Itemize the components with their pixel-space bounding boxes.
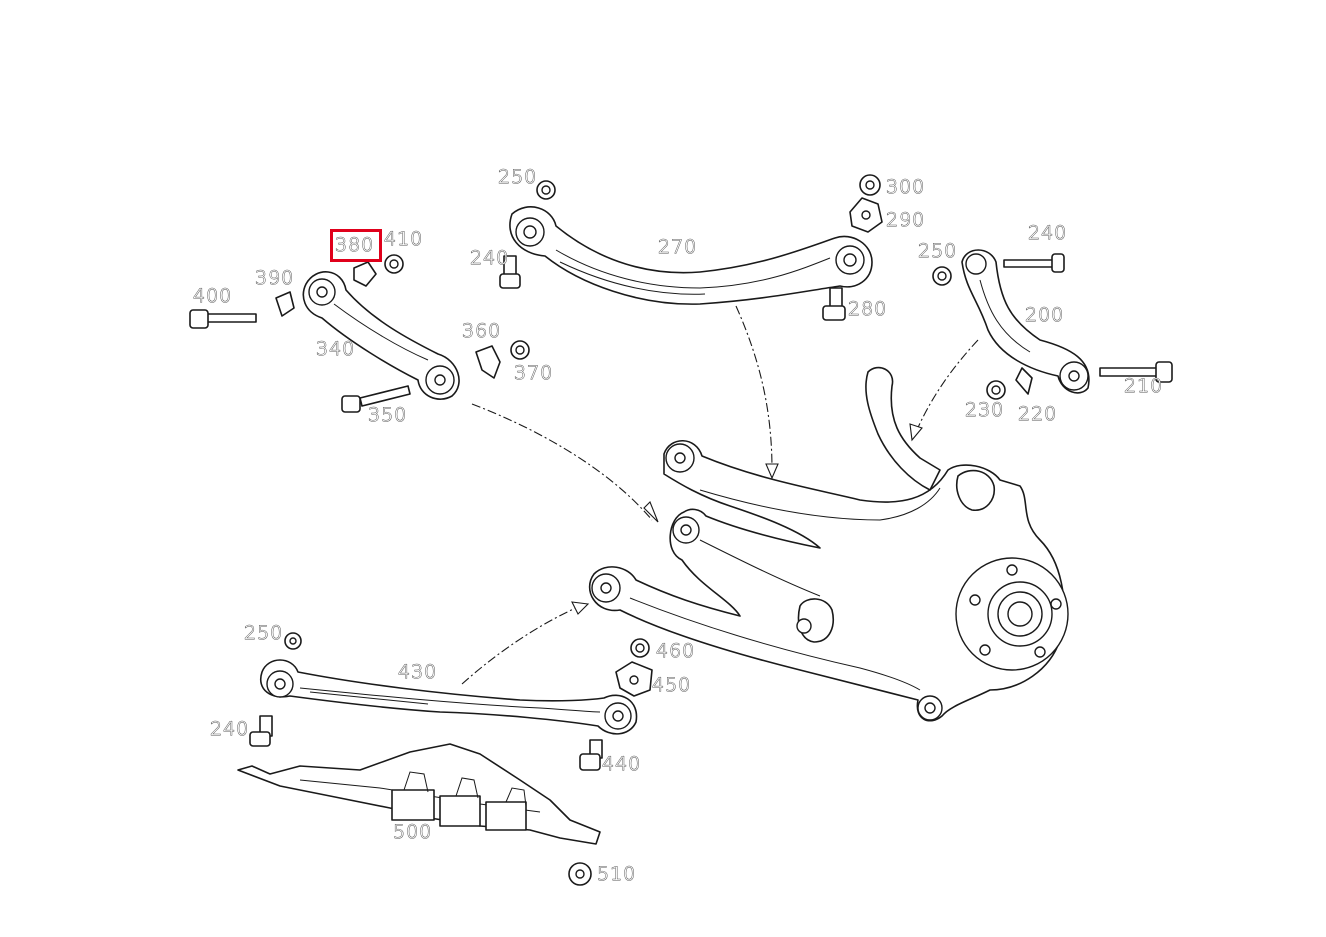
wheel-knuckle-icon bbox=[588, 366, 1069, 722]
label-410[interactable]: 410 bbox=[383, 228, 424, 250]
control-arm-icon[interactable] bbox=[961, 249, 1090, 394]
nut-icon[interactable] bbox=[510, 340, 530, 360]
label-250-top[interactable]: 250 bbox=[497, 166, 538, 188]
nut-icon[interactable] bbox=[859, 174, 881, 196]
washer-icon[interactable] bbox=[475, 345, 501, 379]
nut-icon[interactable] bbox=[986, 380, 1006, 400]
label-430[interactable]: 430 bbox=[397, 661, 438, 683]
label-270[interactable]: 270 bbox=[657, 236, 698, 258]
label-460[interactable]: 460 bbox=[655, 640, 696, 662]
label-500[interactable]: 500 bbox=[392, 821, 433, 843]
bolt-icon[interactable] bbox=[1003, 253, 1065, 273]
label-250-lower[interactable]: 250 bbox=[243, 622, 284, 644]
label-300[interactable]: 300 bbox=[885, 176, 926, 198]
label-400[interactable]: 400 bbox=[192, 285, 233, 307]
nut-icon[interactable] bbox=[932, 266, 952, 286]
control-arm-icon[interactable] bbox=[509, 206, 873, 305]
label-390[interactable]: 390 bbox=[254, 267, 295, 289]
bolt-icon[interactable] bbox=[499, 255, 521, 289]
label-280[interactable]: 280 bbox=[847, 298, 888, 320]
bolt-icon[interactable] bbox=[1099, 361, 1173, 383]
underbody-cover-icon[interactable] bbox=[237, 743, 601, 845]
bolt-icon[interactable] bbox=[189, 309, 257, 329]
washer-icon[interactable] bbox=[353, 261, 377, 287]
label-350[interactable]: 350 bbox=[367, 404, 408, 426]
nut-icon[interactable] bbox=[568, 862, 592, 886]
bolt-icon[interactable] bbox=[249, 715, 273, 747]
label-360[interactable]: 360 bbox=[461, 320, 502, 342]
control-arm-icon[interactable] bbox=[259, 659, 638, 735]
nut-icon[interactable] bbox=[284, 632, 302, 650]
label-510[interactable]: 510 bbox=[596, 863, 637, 885]
label-290[interactable]: 290 bbox=[885, 209, 926, 231]
washer-icon[interactable] bbox=[275, 291, 295, 317]
highlight-box bbox=[330, 229, 382, 262]
label-440[interactable]: 440 bbox=[601, 753, 642, 775]
assembly-arrow-icon bbox=[461, 305, 979, 685]
nut-icon[interactable] bbox=[536, 180, 556, 200]
bolt-icon[interactable] bbox=[579, 739, 603, 771]
label-240-right[interactable]: 240 bbox=[1027, 222, 1068, 244]
label-240-upper[interactable]: 240 bbox=[469, 247, 510, 269]
label-220[interactable]: 220 bbox=[1017, 403, 1058, 425]
label-380[interactable]: 380 bbox=[334, 234, 375, 256]
washer-icon[interactable] bbox=[615, 661, 653, 697]
label-370[interactable]: 370 bbox=[513, 362, 554, 384]
bolt-icon[interactable] bbox=[822, 287, 846, 321]
label-210[interactable]: 210 bbox=[1123, 375, 1164, 397]
bolt-icon[interactable] bbox=[341, 385, 411, 413]
label-340[interactable]: 340 bbox=[315, 338, 356, 360]
control-arm-icon[interactable] bbox=[302, 271, 460, 400]
nut-icon[interactable] bbox=[630, 638, 650, 658]
nut-icon[interactable] bbox=[384, 254, 404, 274]
label-250-right[interactable]: 250 bbox=[917, 240, 958, 262]
label-450[interactable]: 450 bbox=[651, 674, 692, 696]
label-230[interactable]: 230 bbox=[964, 399, 1005, 421]
label-240-lower[interactable]: 240 bbox=[209, 718, 250, 740]
label-200[interactable]: 200 bbox=[1024, 304, 1065, 326]
washer-icon[interactable] bbox=[849, 197, 883, 233]
washer-icon[interactable] bbox=[1015, 367, 1033, 395]
